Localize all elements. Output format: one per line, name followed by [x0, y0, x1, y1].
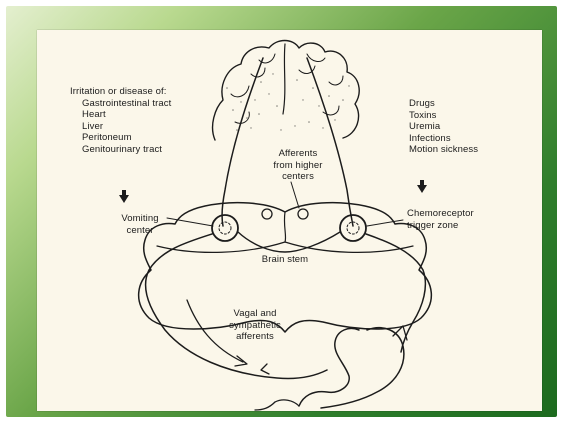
left-causes-list: Irritation or disease of: Gastrointestin…	[70, 86, 171, 156]
list-item: Drugs	[409, 98, 478, 110]
brain-stem-inner-groove	[157, 242, 413, 252]
chemoreceptor-line-2: trigger zone	[407, 220, 474, 232]
right-small-nucleus	[298, 209, 308, 219]
list-item: Liver	[82, 121, 171, 133]
vagal-line-3: afferents	[219, 331, 291, 343]
list-item: Toxins	[409, 110, 478, 122]
left-causes-heading: Irritation or disease of:	[70, 86, 171, 98]
cerebral-cortex-outline	[213, 41, 360, 141]
right-causes-list: Drugs Toxins Uremia Infections Motion si…	[409, 98, 478, 156]
vomiting-center-label: Vomiting center	[107, 213, 173, 236]
cortex-gyri-left	[231, 54, 275, 123]
left-small-nucleus	[262, 209, 272, 219]
chemoreceptor-circle	[340, 215, 366, 241]
down-arrow-icon	[417, 185, 427, 193]
list-item: Peritoneum	[82, 132, 171, 144]
list-item: Genitourinary tract	[82, 144, 171, 156]
duodenum	[255, 402, 275, 410]
vomiting-center-core	[219, 222, 231, 234]
vagal-line-1: Vagal and	[219, 308, 291, 320]
diagram-photo: Irritation or disease of: Gastrointestin…	[37, 30, 542, 411]
list-item: Gastrointestinal tract	[82, 98, 171, 110]
afferents-line-1: Afferents	[265, 148, 331, 160]
cortex-gyri-right	[299, 54, 343, 115]
vomiting-center-line-2: center	[107, 225, 173, 237]
afferents-line-3: centers	[265, 171, 331, 183]
vomiting-center-line-1: Vomiting	[107, 213, 173, 225]
vagal-afferents-label: Vagal and sympathetic afferents	[219, 308, 291, 343]
list-item: Heart	[82, 109, 171, 121]
afferents-higher-label: Afferents from higher centers	[265, 148, 331, 183]
list-item: Infections	[409, 133, 478, 145]
afferents-pointer	[291, 182, 299, 208]
stomach-outline	[299, 328, 404, 408]
brain-stem-label: Brain stem	[245, 254, 325, 266]
list-item: Uremia	[409, 121, 478, 133]
afferents-line-2: from higher	[265, 160, 331, 172]
vomiting-center-circle	[212, 215, 238, 241]
vagal-line-2: sympathetic	[219, 320, 291, 332]
list-item: Motion sickness	[409, 144, 478, 156]
chemoreceptor-line-1: Chemoreceptor	[407, 208, 474, 220]
vomiting-center-pointer	[167, 218, 213, 226]
left-cortical-afferent	[222, 58, 263, 226]
chemoreceptor-label: Chemoreceptor trigger zone	[407, 208, 474, 231]
cortex-midline	[283, 44, 285, 114]
down-arrow-icon	[119, 195, 129, 203]
bottom-left-arrow	[261, 364, 269, 374]
stomach-pylorus	[275, 400, 299, 406]
brain-stem-midline	[284, 212, 285, 242]
